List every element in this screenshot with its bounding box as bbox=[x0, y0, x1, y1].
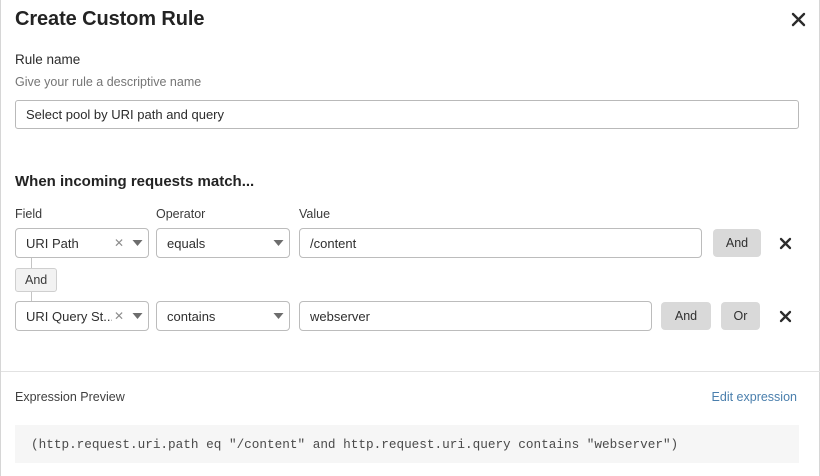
or-button-2[interactable]: Or bbox=[721, 302, 760, 330]
condition-row: URI Path ✕ equals And bbox=[1, 228, 820, 258]
delete-condition-button-1[interactable] bbox=[774, 231, 796, 255]
clear-icon[interactable]: ✕ bbox=[113, 309, 124, 323]
rule-name-help-text: Give your rule a descriptive name bbox=[15, 75, 202, 89]
chevron-down-icon[interactable] bbox=[126, 239, 148, 247]
column-header-value: Value bbox=[299, 207, 331, 221]
condition-row: URI Query St... ✕ contains And Or bbox=[1, 301, 820, 331]
expression-preview-label: Expression Preview bbox=[15, 390, 125, 404]
value-input-2[interactable] bbox=[299, 301, 652, 331]
and-button-2[interactable]: And bbox=[661, 302, 711, 330]
field-select-2[interactable]: URI Query St... ✕ bbox=[15, 301, 149, 331]
operator-select-value-1: equals bbox=[167, 235, 206, 251]
close-dialog-button[interactable] bbox=[785, 6, 811, 32]
page-title: Create Custom Rule bbox=[15, 8, 205, 30]
column-header-operator: Operator bbox=[156, 207, 206, 221]
field-select-value-1: URI Path bbox=[26, 235, 79, 251]
delete-condition-button-2[interactable] bbox=[774, 304, 796, 328]
close-icon bbox=[779, 310, 792, 323]
clear-icon[interactable]: ✕ bbox=[113, 236, 124, 250]
edit-expression-link[interactable]: Edit expression bbox=[711, 390, 797, 404]
operator-select-value-2: contains bbox=[167, 308, 216, 324]
operator-select-2[interactable]: contains bbox=[156, 301, 290, 331]
column-header-field: Field bbox=[15, 207, 43, 221]
section-divider bbox=[1, 371, 820, 372]
field-select-value-2: URI Query St... bbox=[26, 308, 112, 324]
rule-name-label: Rule name bbox=[15, 52, 81, 67]
close-icon bbox=[791, 12, 806, 27]
rule-name-input[interactable] bbox=[15, 100, 799, 129]
value-input-1[interactable] bbox=[299, 228, 702, 258]
and-button-1[interactable]: And bbox=[713, 229, 761, 257]
operator-select-1[interactable]: equals bbox=[156, 228, 290, 258]
chevron-down-icon[interactable] bbox=[126, 312, 148, 320]
chevron-down-icon[interactable] bbox=[267, 239, 289, 247]
chevron-down-icon[interactable] bbox=[267, 312, 289, 320]
expression-preview-code: (http.request.uri.path eq "/content" and… bbox=[15, 425, 799, 463]
connector-line-bottom bbox=[31, 292, 32, 302]
close-icon bbox=[779, 237, 792, 250]
field-select-1[interactable]: URI Path ✕ bbox=[15, 228, 149, 258]
connector-line-top bbox=[31, 258, 32, 268]
connector-and-badge[interactable]: And bbox=[15, 268, 58, 292]
match-section-heading: When incoming requests match... bbox=[15, 173, 255, 190]
condition-connector: And bbox=[1, 258, 201, 304]
